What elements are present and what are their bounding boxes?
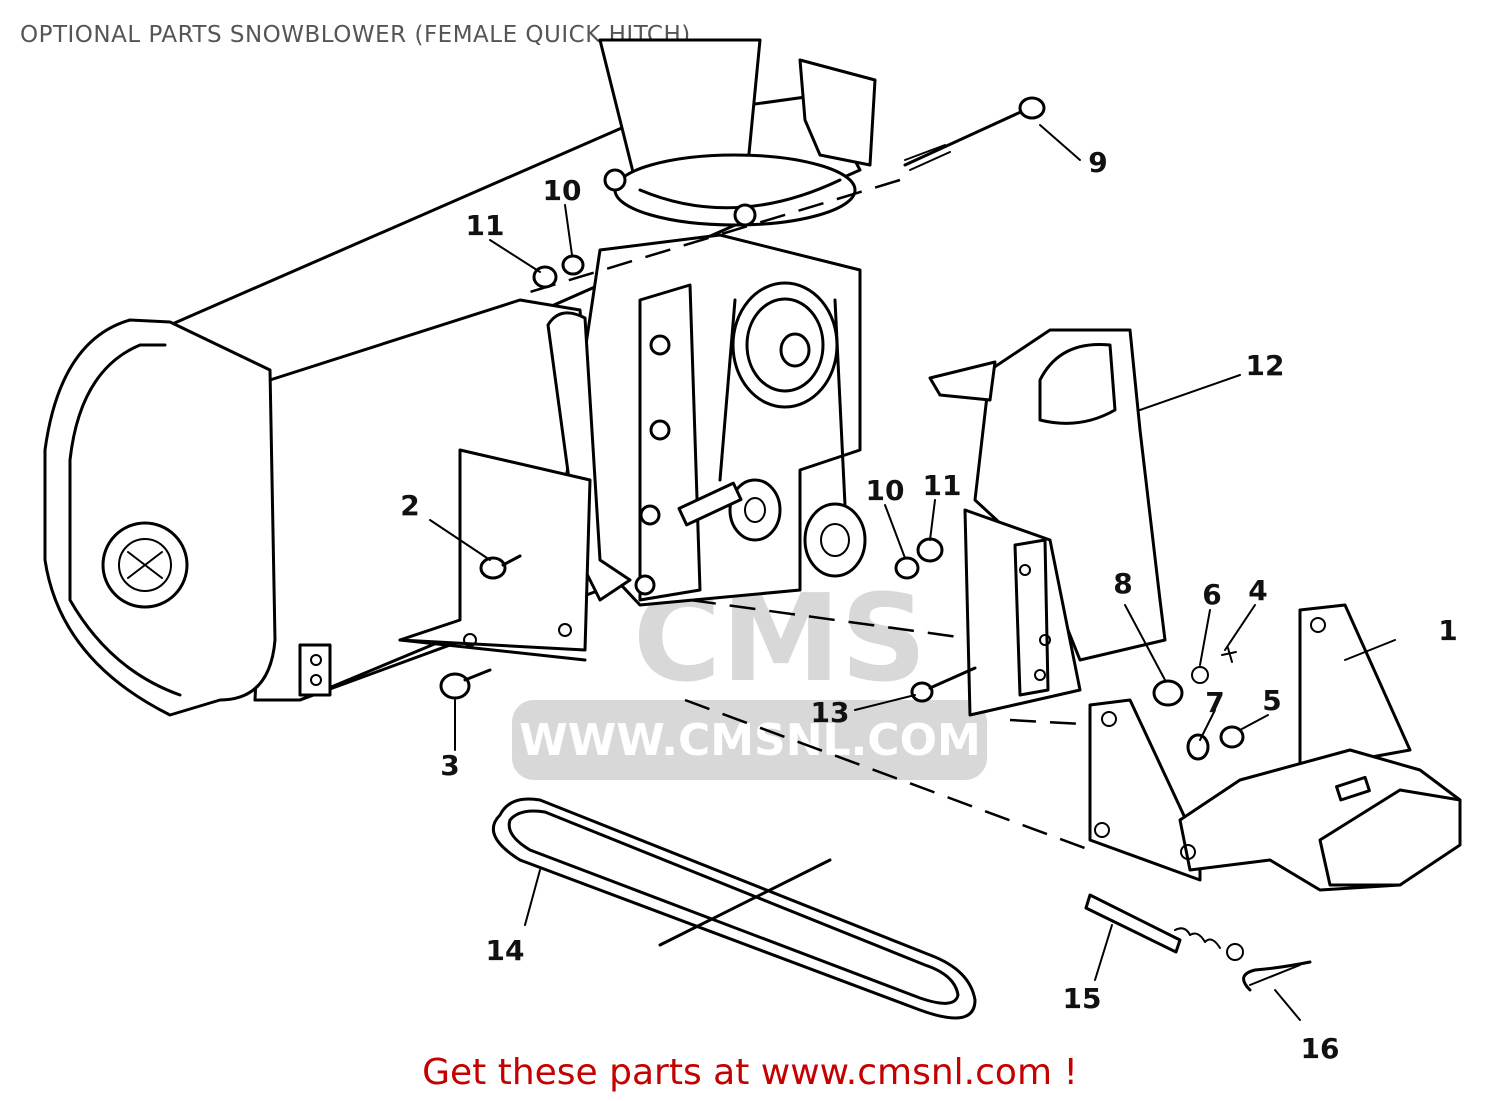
nut-part-11-middle <box>916 537 944 563</box>
belt-part-14 <box>491 797 977 1020</box>
bolt-part-13 <box>910 666 977 703</box>
bolt-part-9 <box>903 96 1046 171</box>
callout-1[interactable]: 1 <box>1438 614 1457 647</box>
nut-part-7 <box>1186 733 1210 761</box>
clip-part-16 <box>1242 960 1312 992</box>
callout-15[interactable]: 15 <box>1063 982 1102 1015</box>
watermark-url-banner <box>512 700 987 780</box>
callout-9[interactable]: 9 <box>1088 146 1107 179</box>
nut-part-5 <box>1219 725 1245 749</box>
callout-16[interactable]: 16 <box>1301 1032 1340 1065</box>
callout-2[interactable]: 2 <box>400 489 419 522</box>
footer-link[interactable]: Get these parts at www.cmsnl.com ! <box>422 1052 1078 1093</box>
callout-11-middle[interactable]: 11 <box>923 469 962 502</box>
leader-lines <box>429 124 1396 1021</box>
callout-12[interactable]: 12 <box>1246 349 1285 382</box>
callout-3[interactable]: 3 <box>440 749 459 782</box>
washer-part-10-upper <box>561 254 585 276</box>
callout-6[interactable]: 6 <box>1202 578 1221 611</box>
washer-part-10-middle <box>894 556 920 580</box>
watermark-url: WWW.CMSNL.COM <box>519 715 981 766</box>
callout-7[interactable]: 7 <box>1205 686 1224 719</box>
callout-10-upper[interactable]: 10 <box>543 174 582 207</box>
hitch-pin-part-15 <box>1084 893 1244 961</box>
callout-11-upper[interactable]: 11 <box>466 209 505 242</box>
bolt-part-2 <box>479 554 522 580</box>
callout-14[interactable]: 14 <box>486 934 525 967</box>
washer-part-6 <box>1191 666 1209 684</box>
quick-hitch-part-1 <box>1088 603 1462 892</box>
washer-part-8 <box>1152 679 1184 707</box>
hardware <box>532 96 1312 992</box>
hitch-frame-part-12 <box>928 328 1167 717</box>
callouts: 1 2 3 4 5 6 7 8 9 10 10 11 11 12 13 14 1… <box>400 146 1457 1065</box>
drive-bracket <box>546 233 867 607</box>
discharge-chute <box>598 38 877 227</box>
lower-mount-bracket <box>398 448 592 700</box>
callout-4[interactable]: 4 <box>1248 574 1267 607</box>
callout-8[interactable]: 8 <box>1113 567 1132 600</box>
callout-10-middle[interactable]: 10 <box>866 474 905 507</box>
bolt-part-3 <box>439 668 492 700</box>
callout-13[interactable]: 13 <box>811 696 850 729</box>
pin-part-4 <box>1221 647 1237 663</box>
callout-5[interactable]: 5 <box>1262 684 1281 717</box>
page-title: OPTIONAL PARTS SNOWBLOWER (FEMALE QUICK … <box>20 22 691 48</box>
